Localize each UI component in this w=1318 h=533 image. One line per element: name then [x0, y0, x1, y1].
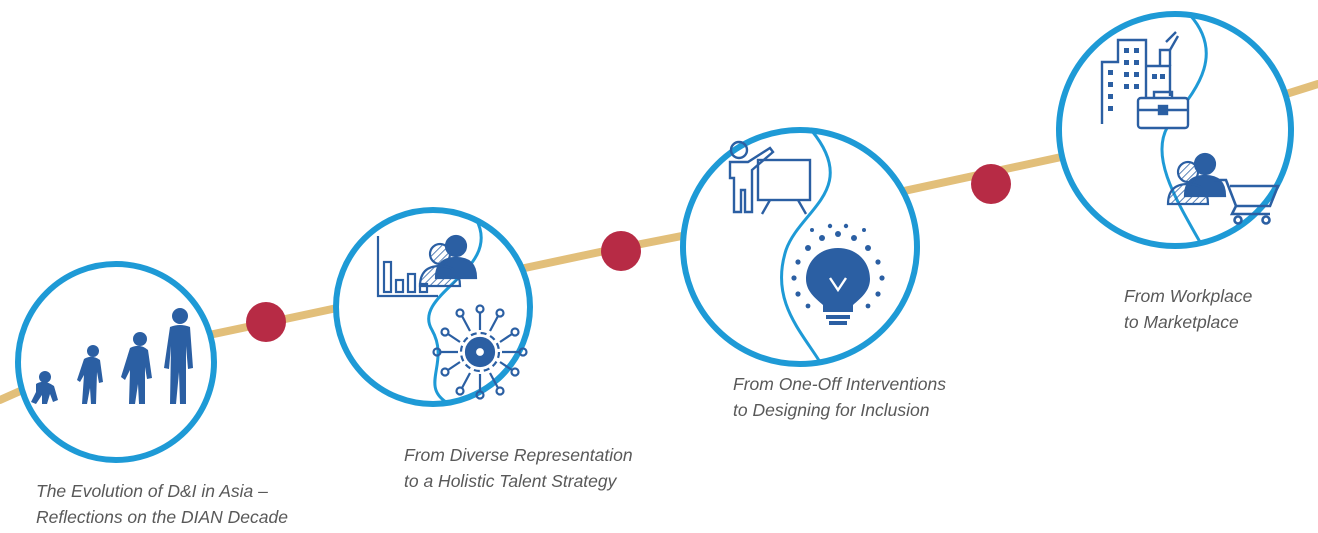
stage-1-circle	[15, 261, 217, 463]
office-building-icon	[1100, 31, 1180, 124]
stage-2-circle	[333, 207, 533, 407]
stage-3-divider	[780, 130, 832, 363]
presenter-board-icon	[728, 140, 812, 215]
timeline-dot-3	[971, 164, 1011, 204]
stage-4-caption: From Workplace to Marketplace	[1124, 283, 1252, 335]
stage-1-caption: The Evolution of D&I in Asia – Reflectio…	[36, 478, 288, 530]
stage-2-caption-line-2: to a Holistic Talent Strategy	[404, 471, 617, 491]
stage-3-caption-line-1: From One-Off Interventions	[733, 374, 946, 394]
stage-3-caption: From One-Off Interventions to Designing …	[733, 371, 946, 423]
gear-network-icon	[432, 304, 528, 400]
timeline-dot-1	[246, 302, 286, 342]
stage-4-caption-line-2: to Marketplace	[1124, 312, 1239, 332]
stage-4-caption-line-1: From Workplace	[1124, 286, 1253, 306]
lightbulb-idea-icon	[791, 223, 885, 325]
timeline-dot-2	[601, 231, 641, 271]
stage-4-circle	[1056, 11, 1294, 249]
stage-2-divider	[427, 218, 483, 404]
shopping-cart-icon	[1214, 178, 1280, 225]
bar-chart-icon	[376, 236, 438, 298]
stage-2-caption-line-1: From Diverse Representation	[404, 445, 633, 465]
stage-3-circle	[680, 127, 920, 367]
human-evolution-icon	[31, 308, 193, 404]
briefcase-icon	[1136, 90, 1190, 130]
stage-3-caption-line-2: to Designing for Inclusion	[733, 400, 930, 420]
stage-2-caption: From Diverse Representation to a Holisti…	[404, 442, 633, 494]
stage-1-caption-line-2: Reflections on the DIAN Decade	[36, 507, 288, 527]
stage-1-caption-line-1: The Evolution of D&I in Asia –	[36, 481, 268, 501]
